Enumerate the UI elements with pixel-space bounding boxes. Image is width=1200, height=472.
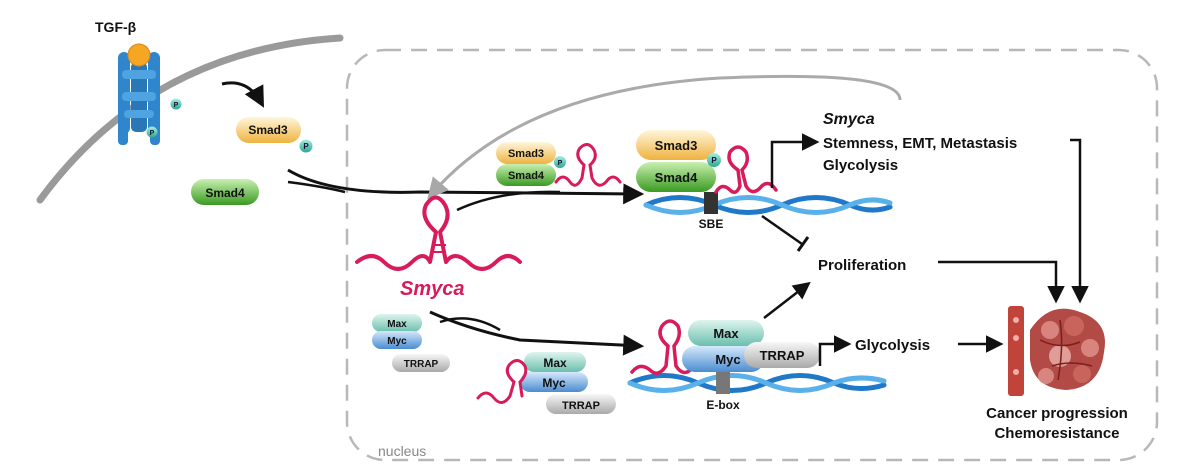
svg-text:Myc: Myc bbox=[542, 376, 566, 390]
svg-text:TRRAP: TRRAP bbox=[760, 348, 805, 363]
dna-helix-sbe bbox=[643, 195, 893, 215]
max-free: Max bbox=[372, 314, 422, 332]
svg-text:P: P bbox=[711, 156, 717, 165]
proliferation-to-cancer-arrow bbox=[938, 260, 1065, 304]
smyca-outcome-title: Smyca bbox=[823, 111, 875, 128]
chemoresistance-label: Chemoresistance bbox=[994, 425, 1119, 442]
svg-text:Smad4: Smad4 bbox=[205, 186, 245, 200]
smad-complex-dna: Smad3 Smad4 P bbox=[636, 130, 778, 194]
smad-to-dna-arrow bbox=[287, 168, 645, 205]
myc-complex-dna: Max Myc TRRAP bbox=[630, 319, 820, 375]
svg-text:Smad3: Smad3 bbox=[248, 123, 288, 137]
sbe-to-stemness-arrow bbox=[770, 133, 820, 188]
ebox-element bbox=[716, 372, 730, 394]
smad3-free: Smad3 bbox=[236, 117, 301, 143]
myc-complex-mid: Max Myc TRRAP bbox=[476, 352, 616, 414]
glycolysis-top: Glycolysis bbox=[823, 157, 898, 174]
smyca-join-myc-curve bbox=[439, 317, 501, 332]
receptor-activation-arrow bbox=[221, 81, 264, 108]
receptor-phospho-left bbox=[146, 126, 158, 138]
smyca-label: Smyca bbox=[400, 278, 465, 300]
svg-text:P: P bbox=[303, 142, 309, 151]
myc-to-proliferation-arrow bbox=[763, 281, 811, 319]
svg-text:P: P bbox=[558, 160, 563, 167]
nucleus-envelope bbox=[345, 48, 1159, 462]
svg-text:Smad3: Smad3 bbox=[655, 138, 698, 153]
sbe-element bbox=[704, 192, 718, 214]
sbe-label: SBE bbox=[699, 217, 724, 231]
myc-to-dna-arrow bbox=[429, 310, 645, 356]
stemness-emt-metastasis: Stemness, EMT, Metastasis bbox=[823, 135, 1017, 152]
tgf-beta-receptor: P P bbox=[118, 43, 182, 145]
myc-free: Myc bbox=[372, 331, 422, 349]
smad-complex-formation-curve bbox=[287, 180, 346, 194]
receptor-phospho-label-left: P bbox=[150, 130, 155, 137]
glycolysis-bottom: Glycolysis bbox=[855, 337, 930, 354]
smad-complex-mid: Smad3 Smad4 P bbox=[496, 142, 622, 187]
sbe-inhibits-proliferation bbox=[761, 214, 803, 246]
cell-membrane bbox=[36, 34, 344, 204]
smyca-join-smad-curve bbox=[456, 190, 561, 212]
svg-text:Myc: Myc bbox=[715, 352, 740, 367]
inhibition-bar bbox=[796, 236, 810, 252]
proliferation-label: Proliferation bbox=[818, 257, 906, 274]
smyca-rna-free bbox=[355, 195, 522, 271]
svg-text:Max: Max bbox=[387, 319, 407, 330]
svg-text:Max: Max bbox=[543, 356, 567, 370]
svg-text:Smad3: Smad3 bbox=[508, 148, 544, 160]
smyca-feedback-arrow bbox=[427, 74, 902, 200]
svg-text:Smad4: Smad4 bbox=[655, 170, 698, 185]
ebox-label: E-box bbox=[706, 398, 740, 412]
svg-text:Myc: Myc bbox=[387, 336, 407, 347]
tgf-beta-label: TGF-β bbox=[95, 19, 137, 35]
smad3-free-phospho: P bbox=[299, 139, 313, 153]
nucleus-label: nucleus bbox=[378, 443, 426, 459]
receptor-phospho-right bbox=[170, 98, 182, 110]
receptor-phospho-label-right: P bbox=[174, 102, 179, 109]
svg-text:TRRAP: TRRAP bbox=[404, 359, 439, 370]
cancer-progression-label: Cancer progression bbox=[986, 405, 1128, 422]
stemness-to-cancer-arrow bbox=[1070, 138, 1089, 304]
trrap-free: TRRAP bbox=[392, 354, 450, 372]
ebox-to-glycolysis-arrow bbox=[818, 335, 852, 366]
svg-text:Max: Max bbox=[713, 326, 739, 341]
svg-text:TRRAP: TRRAP bbox=[562, 400, 600, 412]
dna-helix-ebox bbox=[627, 373, 887, 393]
tumor-illustration bbox=[1008, 306, 1105, 396]
svg-text:Smad4: Smad4 bbox=[508, 170, 545, 182]
smad4-free: Smad4 bbox=[191, 179, 259, 205]
tgf-beta-ligand bbox=[127, 43, 151, 67]
